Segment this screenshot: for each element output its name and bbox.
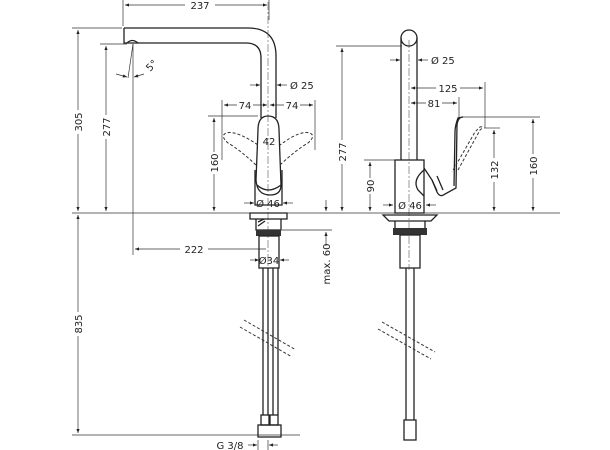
handle-swing-left-dimension: 74 (239, 101, 252, 112)
handle-height-open-dimension: 132 (490, 160, 501, 179)
body-height-dimension: 90 (366, 180, 377, 193)
total-height-dimension: 305 (74, 112, 85, 131)
reach-dimension: 237 (190, 1, 209, 12)
front-view-faucet (377, 29, 483, 441)
handle-width-dimension: 42 (263, 137, 276, 148)
spout-diameter-dimension: Ø 25 (290, 80, 314, 92)
front-spout-height-dimension: 277 (338, 142, 349, 161)
max-deck-thickness-dimension: max. 60 (322, 244, 333, 285)
handle-swing-right-dimension: 74 (286, 101, 299, 112)
handle-reach-closed-dimension: 81 (428, 99, 441, 110)
spout-height-dimension: 277 (102, 117, 113, 136)
base-diameter-dimension: Ø 46 (256, 198, 280, 210)
hose-length-dimension: 835 (74, 314, 85, 333)
swivel-reach-dimension: 222 (184, 245, 203, 256)
connection-thread-dimension: G 3/8 (216, 441, 243, 450)
front-spout-diameter-dimension: Ø 25 (431, 55, 455, 67)
front-base-diameter-dimension: Ø 46 (398, 200, 422, 212)
shank-diameter-dimension: Ø34 (259, 255, 280, 267)
spout-angle-dimension: 5° (144, 58, 160, 74)
handle-height-dimension: 160 (210, 153, 221, 172)
handle-height-closed-dimension: 160 (529, 156, 540, 175)
handle-reach-open-dimension: 125 (438, 84, 457, 95)
